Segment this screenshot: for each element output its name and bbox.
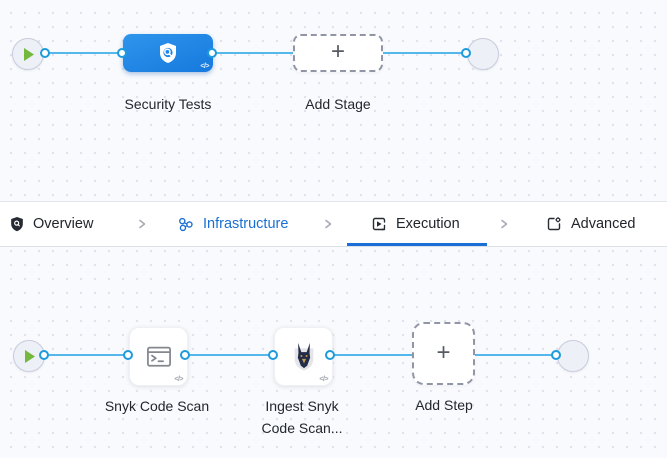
stage-label: Security Tests	[124, 96, 212, 112]
connector-port[interactable]	[325, 350, 335, 360]
connector-port[interactable]	[40, 48, 50, 58]
connector-port[interactable]	[551, 350, 561, 360]
tab-advanced-label: Advanced	[571, 216, 636, 232]
step-label: Snyk Code Scan	[104, 398, 210, 414]
snyk-dog-icon	[289, 341, 319, 373]
step-snyk-code-scan[interactable]: </>	[129, 327, 188, 386]
add-stage-button[interactable]: +	[293, 34, 383, 72]
tab-execution-label: Execution	[396, 216, 460, 232]
code-icon: </>	[319, 376, 328, 383]
shield-scan-icon	[156, 41, 180, 65]
tab-overview-label: Overview	[33, 216, 94, 232]
plus-icon: +	[330, 38, 345, 65]
step-ingest-snyk[interactable]: </>	[274, 327, 333, 386]
connector-line	[213, 52, 293, 54]
add-step-label: Add Step	[415, 397, 473, 413]
connector-port[interactable]	[180, 350, 190, 360]
chevron-right-icon	[498, 202, 510, 246]
connector-line	[475, 354, 557, 356]
tab-infrastructure[interactable]: Infrastructure	[177, 202, 288, 246]
tab-advanced[interactable]: Advanced	[546, 202, 636, 246]
code-icon: </>	[200, 63, 209, 70]
terminal-icon	[145, 344, 173, 370]
tab-execution[interactable]: Execution	[371, 202, 460, 246]
connector-port[interactable]	[123, 350, 133, 360]
tab-infrastructure-label: Infrastructure	[203, 216, 289, 232]
plus-icon: +	[436, 338, 451, 366]
connector-port[interactable]	[207, 48, 217, 58]
connector-line	[383, 52, 467, 54]
play-icon	[22, 47, 35, 61]
play-icon	[23, 349, 36, 363]
chevron-right-icon	[136, 202, 148, 246]
connector-line	[44, 354, 129, 356]
step-label: Ingest Snyk Code Scan...	[261, 398, 343, 436]
connector-port[interactable]	[117, 48, 127, 58]
connector-line	[186, 354, 274, 356]
connector-port[interactable]	[39, 350, 49, 360]
play-box-icon	[371, 216, 387, 232]
tab-overview[interactable]: Overview	[10, 202, 93, 246]
add-stage-label: Add Stage	[305, 96, 371, 112]
shield-icon	[10, 216, 24, 232]
active-tab-underline	[347, 243, 487, 246]
code-icon: </>	[174, 376, 183, 383]
cluster-icon	[177, 216, 194, 233]
connector-line	[331, 354, 412, 356]
file-gear-icon	[546, 216, 562, 232]
execution-end-node	[557, 340, 589, 372]
add-step-button[interactable]: +	[412, 322, 475, 385]
connector-port[interactable]	[461, 48, 471, 58]
connector-port[interactable]	[268, 350, 278, 360]
chevron-right-icon	[322, 202, 334, 246]
stage-security-tests[interactable]: </>	[123, 34, 213, 72]
connector-line	[45, 52, 127, 54]
stage-config-tabbar: Overview Infrastructure	[0, 201, 667, 247]
pipeline-end-node	[467, 38, 499, 70]
